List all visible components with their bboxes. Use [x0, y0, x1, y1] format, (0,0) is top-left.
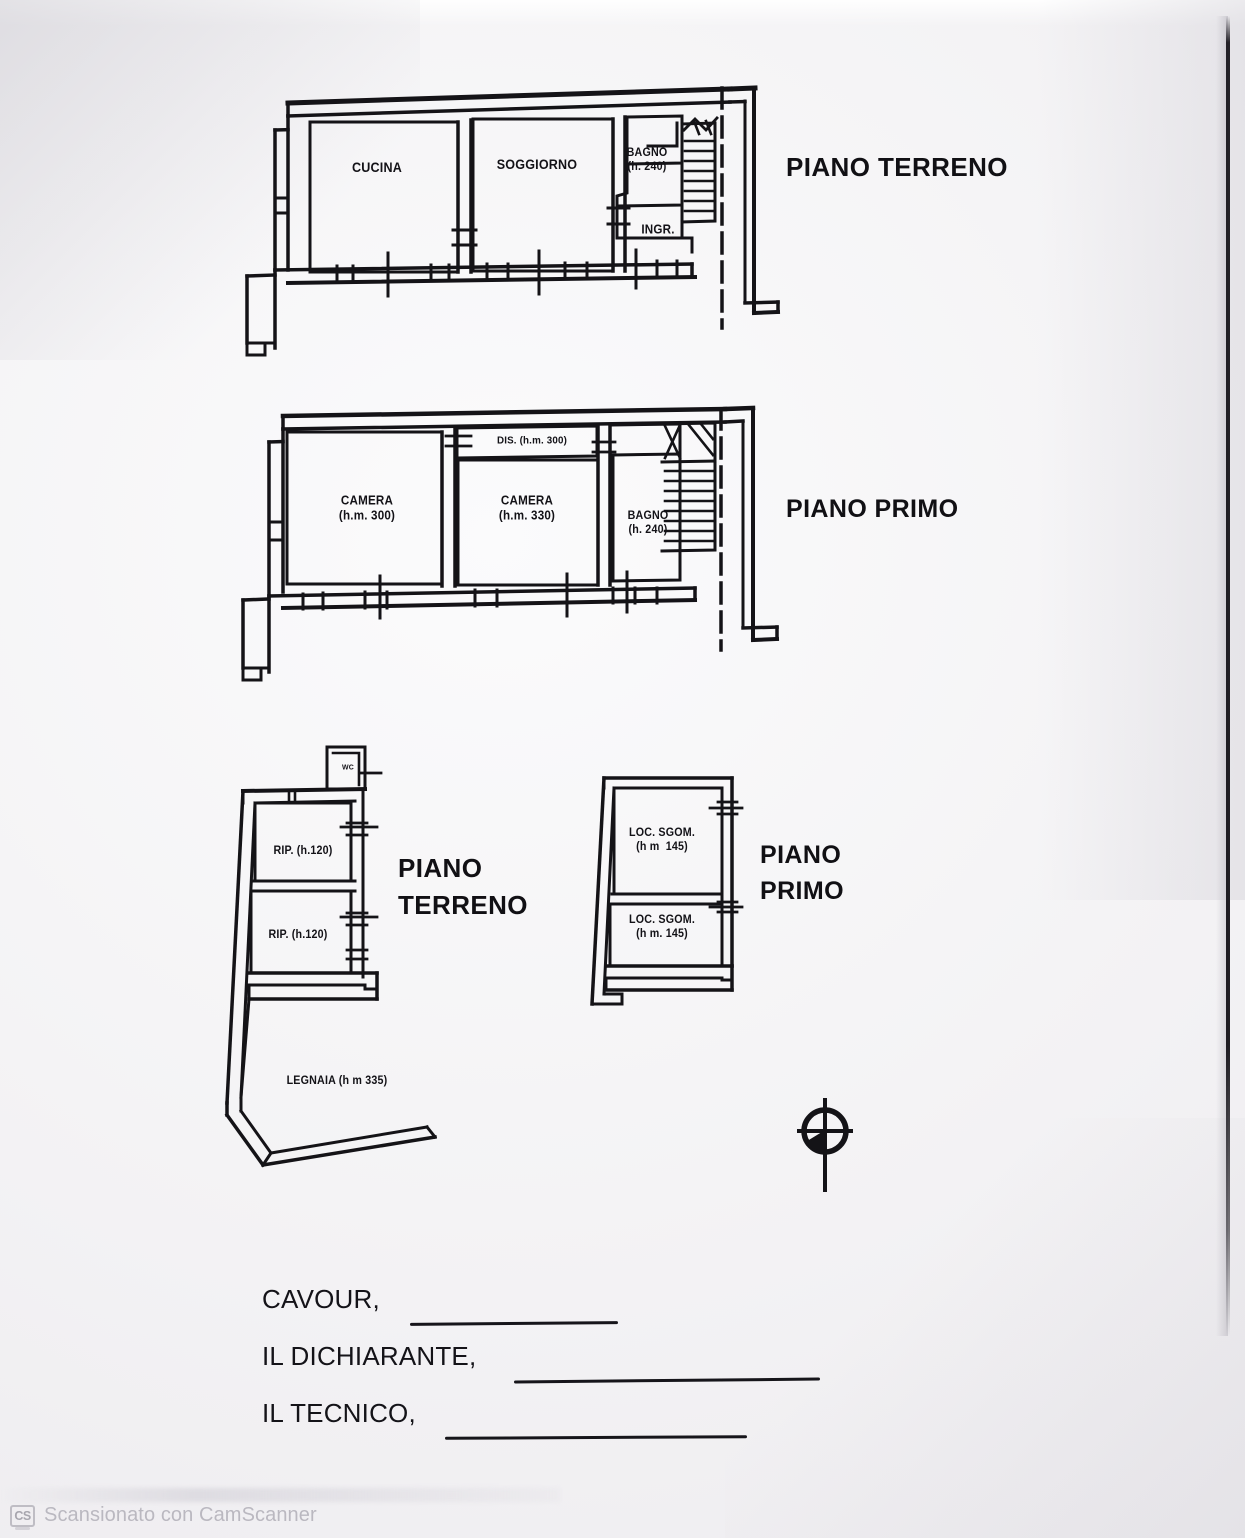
room-label-camera-1-height: (h.m. 300) [338, 508, 396, 523]
room-label-camera-1: CAMERA [340, 493, 394, 508]
camscanner-text: Scansionato con CamScanner [44, 1504, 317, 1526]
signature-line-declarant[interactable] [513, 1377, 821, 1384]
page-edge-shadow [1216, 16, 1228, 1336]
floorplan-first-floor [225, 400, 785, 690]
signature-label-place: CAVOUR, [262, 1284, 380, 1314]
room-label-wc: WC [341, 762, 355, 772]
room-label-sgom-1: LOC. SGOM. [628, 826, 696, 839]
signature-block: CAVOUR, IL DICHIARANTE, IL TECNICO, [262, 1284, 962, 1455]
north-arrow-icon [785, 1090, 875, 1200]
floor-label-piano-primo: PIANO PRIMO [786, 495, 959, 523]
signature-line-technician[interactable] [444, 1435, 748, 1440]
camscanner-logo-icon: CS [10, 1504, 35, 1530]
page-edge-line [1226, 16, 1230, 1336]
floor-label-outbuilding-ground-line2: TERRENO [398, 890, 528, 920]
floor-label-outbuilding-first-line2: PRIMO [760, 877, 844, 905]
floorplan-outbuilding-ground [205, 745, 465, 1205]
floor-label-piano-terreno: PIANO TERRENO [786, 152, 1008, 182]
room-label-bagno-first: BAGNO [627, 509, 669, 522]
signature-line-place[interactable] [409, 1321, 619, 1326]
floorplan-ground-floor [225, 38, 785, 358]
room-label-sgom-1-height: (h m 145) [636, 840, 688, 853]
room-label-soggiorno: SOGGIORNO [496, 156, 578, 172]
footer-smudge [0, 1488, 560, 1502]
signature-row-declarant: IL DICHIARANTE, [262, 1341, 962, 1398]
room-label-cucina: CUCINA [352, 159, 402, 175]
signature-row-place: CAVOUR, [262, 1284, 962, 1341]
signature-label-technician: IL TECNICO, [262, 1398, 416, 1428]
room-label-camera-2: CAMERA [500, 493, 554, 508]
room-label-rip-2: RIP. (h.120) [268, 928, 328, 941]
room-label-disimpegno: DIS. (h.m. 300) [496, 434, 568, 447]
room-label-bagno-ground-height: (h. 240) [627, 160, 667, 173]
scan-shading-top [0, 0, 1245, 26]
room-label-ingresso: INGR. [641, 222, 675, 237]
floorplan-outbuilding-first [580, 770, 780, 1010]
room-label-legnaia: LEGNAIA (h m 335) [286, 1074, 388, 1087]
signature-label-declarant: IL DICHIARANTE, [262, 1341, 477, 1371]
room-label-sgom-2-height: (h m. 145) [636, 927, 688, 940]
room-label-sgom-2: LOC. SGOM. [628, 913, 696, 926]
scan-shading-right [985, 0, 1245, 900]
floor-label-outbuilding-first-line1: PIANO [760, 841, 842, 869]
room-label-bagno-ground: BAGNO [626, 146, 668, 159]
room-label-rip-1: RIP. (h.120) [273, 844, 333, 857]
room-label-camera-2-height: (h.m. 330) [498, 508, 556, 523]
signature-row-technician: IL TECNICO, [262, 1398, 962, 1455]
camscanner-watermark: CS Scansionato con CamScanner [10, 1504, 317, 1530]
room-label-bagno-first-height: (h. 240) [628, 523, 668, 536]
floor-label-outbuilding-ground-line1: PIANO [398, 853, 483, 883]
